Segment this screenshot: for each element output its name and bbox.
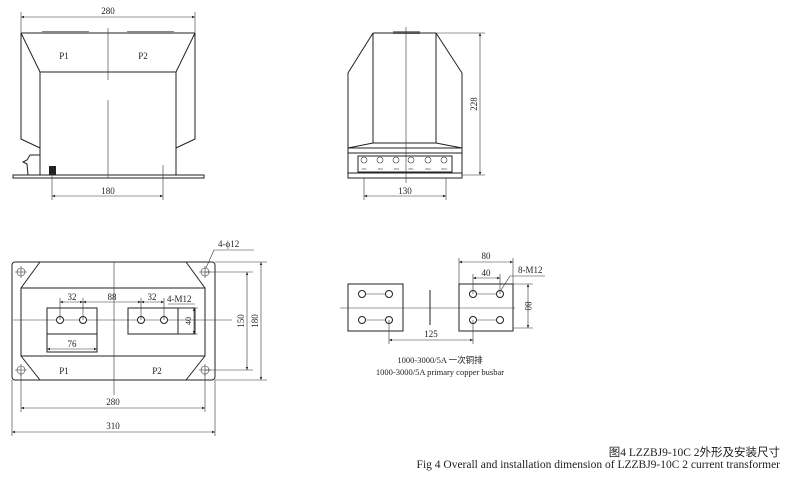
side-dim-130: 130: [398, 186, 412, 196]
terminal-label: 1S3: [393, 167, 399, 171]
bottom-dim-310: 310: [106, 421, 120, 431]
busbar-thread-note: 8-M12: [518, 265, 543, 275]
busbar-dim-80-side: 80: [523, 302, 533, 312]
side-dim-228: 228: [469, 97, 479, 111]
terminal-label: 1S2: [377, 167, 383, 171]
front-dim-180: 180: [101, 186, 115, 196]
front-view: 280 180 P1 P2: [12, 6, 205, 200]
front-dim-280: 280: [101, 6, 115, 16]
terminal-label: 2S3: [441, 167, 447, 171]
bottom-dim-88: 88: [108, 292, 118, 302]
side-view: 1S1 1S2 1S3 2S1 2S2 2S3 228 130: [347, 27, 485, 200]
figure-caption-cn: 图4 LZZBJ9-10C 2外形及安装尺寸: [608, 447, 780, 459]
bottom-dim-150: 150: [236, 314, 246, 328]
busbar-view: 80 40 8-M12 80 125 1000-3000/5A 一次铜排 100…: [340, 251, 545, 377]
figure-caption-en: Fig 4 Overall and installation dimension…: [416, 459, 780, 471]
terminal-label: 1S1: [361, 167, 367, 171]
bottom-dim-180: 180: [250, 314, 260, 328]
bottom-dim-32-left: 32: [68, 292, 77, 302]
busbar-dim-125: 125: [424, 329, 438, 339]
busbar-dim-40: 40: [482, 268, 492, 278]
terminal-label: 2S1: [408, 167, 414, 171]
bottom-hole-note: 4-ϕ12: [218, 239, 239, 249]
bottom-dim-32-right: 32: [148, 292, 157, 302]
front-label-p2: P2: [138, 51, 148, 61]
terminal-strip: 1S1 1S2 1S3 2S1 2S2 2S3: [360, 156, 448, 171]
bottom-dim-40: 40: [184, 317, 193, 325]
terminal-label: 2S2: [425, 167, 431, 171]
busbar-caption-en: 1000-3000/5A primary copper busbar: [376, 367, 504, 377]
bottom-thread-note: 4-M12: [167, 294, 192, 304]
bottom-dim-280: 280: [106, 397, 120, 407]
bottom-label-p1: P1: [59, 366, 69, 376]
bottom-view: 32 88 32 4-M12 40 76 P1 P2 150 180 280 3…: [11, 239, 267, 436]
busbar-caption-cn: 1000-3000/5A 一次铜排: [397, 355, 483, 365]
bottom-label-p2: P2: [152, 366, 162, 376]
bottom-dim-76: 76: [68, 339, 78, 349]
busbar-dim-80-top: 80: [482, 251, 492, 261]
front-label-p1: P1: [59, 51, 69, 61]
